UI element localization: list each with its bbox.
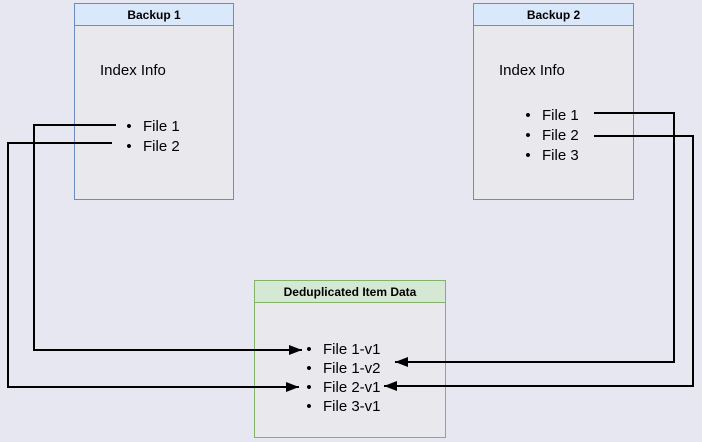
box-backup-2-body: Index Info • File 1 • File 2 • File 3	[474, 26, 633, 199]
index-info-label: Index Info	[499, 62, 565, 79]
index-info-label: Index Info	[100, 62, 166, 79]
bullet-icon: •	[525, 107, 531, 124]
box-deduplicated-item-data: Deduplicated Item Data • File 1-v1 • Fil…	[254, 280, 446, 438]
dedup-item-list: • File 1-v1 • File 1-v2 • File 2-v1 • Fi…	[301, 340, 381, 416]
box-dedup-header: Deduplicated Item Data	[255, 281, 445, 303]
list-item: • File 2-v1	[301, 378, 381, 397]
box-backup-1: Backup 1 Index Info • File 1 • File 2	[74, 3, 234, 200]
backup-1-file-list: • File 1 • File 2	[121, 117, 180, 157]
list-item: • File 3	[520, 146, 579, 166]
box-backup-1-header: Backup 1	[75, 4, 233, 26]
bullet-icon: •	[525, 127, 531, 144]
backup-2-file-list: • File 1 • File 2 • File 3	[520, 106, 579, 166]
bullet-icon: •	[306, 341, 312, 358]
box-backup-2-header: Backup 2	[474, 4, 633, 26]
box-backup-1-title: Backup 1	[127, 7, 181, 22]
box-backup-1-body: Index Info • File 1 • File 2	[75, 26, 233, 199]
bullet-icon: •	[306, 379, 312, 396]
item-label: File 3	[542, 147, 579, 164]
bullet-icon: •	[126, 138, 132, 155]
bullet-icon: •	[306, 360, 312, 377]
list-item: • File 1-v2	[301, 359, 381, 378]
list-item: • File 1	[121, 117, 180, 137]
item-label: File 2	[143, 138, 180, 155]
bullet-icon: •	[126, 118, 132, 135]
bullet-icon: •	[525, 147, 531, 164]
item-label: File 3-v1	[323, 398, 381, 415]
list-item: • File 3-v1	[301, 397, 381, 416]
item-label: File 1	[143, 118, 180, 135]
list-item: • File 2	[121, 137, 180, 157]
box-backup-2-title: Backup 2	[526, 7, 581, 22]
box-dedup-title: Deduplicated Item Data	[283, 284, 417, 299]
list-item: • File 2	[520, 126, 579, 146]
list-item: • File 1-v1	[301, 340, 381, 359]
item-label: File 1-v1	[323, 341, 381, 358]
item-label: File 2-v1	[323, 379, 381, 396]
box-backup-2: Backup 2 Index Info • File 1 • File 2 • …	[473, 3, 634, 200]
box-dedup-body: • File 1-v1 • File 1-v2 • File 2-v1 • Fi…	[255, 303, 445, 437]
item-label: File 1-v2	[323, 360, 381, 377]
bullet-icon: •	[306, 398, 312, 415]
item-label: File 2	[542, 127, 579, 144]
item-label: File 1	[542, 107, 579, 124]
list-item: • File 1	[520, 106, 579, 126]
